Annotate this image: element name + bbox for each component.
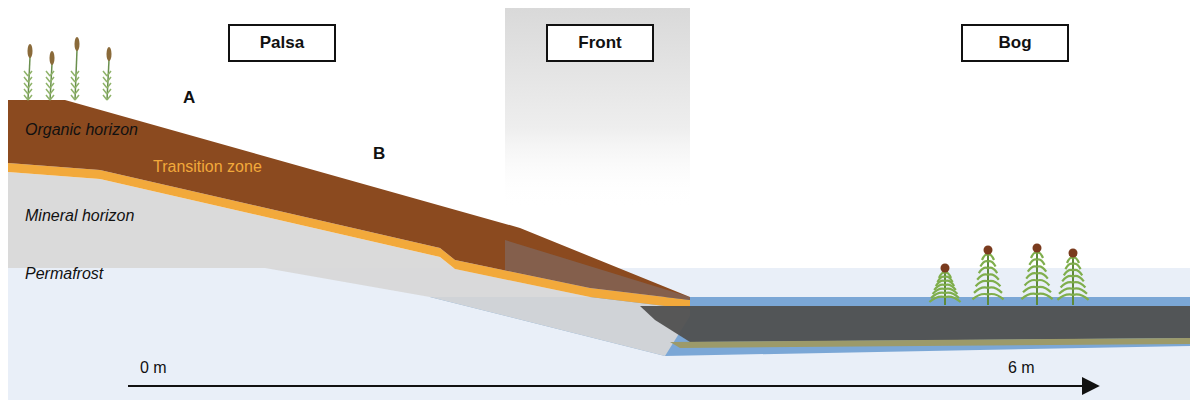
point-label: A: [183, 88, 195, 108]
distance-axis: [128, 385, 1098, 387]
sphagnum-branch: [1064, 270, 1082, 275]
sphagnum-branch: [1028, 266, 1046, 271]
label-text: Transition zone: [153, 158, 262, 175]
sphagnum-branch: [1061, 282, 1086, 287]
sphagnum-branch: [1021, 294, 1052, 299]
moss-leaf: [71, 95, 79, 100]
front-zone: [505, 8, 690, 208]
layer-label: Permafrost: [25, 264, 103, 283]
sphagnum-stem: [987, 251, 989, 305]
zone-title: Front: [578, 33, 621, 53]
label-text: A: [183, 88, 195, 107]
moss-leaf: [103, 89, 111, 94]
label-text: 0 m: [140, 359, 167, 376]
zone-title: Bog: [998, 33, 1031, 53]
moss-leaf: [71, 83, 79, 88]
sphagnum-branch: [982, 255, 994, 260]
sphagnum-branch: [972, 294, 1003, 299]
label-text: 6 m: [1008, 359, 1035, 376]
sphagnum-branch: [977, 274, 999, 279]
moss-leaf: [46, 71, 54, 76]
moss-capsule: [75, 37, 80, 51]
moss-leaf: [24, 95, 32, 100]
sphagnum-head: [941, 264, 950, 273]
moss-leaf: [24, 77, 32, 82]
moss-capsule: [28, 44, 33, 58]
moss-capsule: [107, 47, 112, 61]
sphagnum-branch: [974, 287, 1002, 292]
moss-leaf: [46, 77, 54, 82]
sphagnum-head: [984, 246, 993, 255]
sphagnum-branch: [980, 261, 995, 266]
distance-label: 6 m: [1008, 358, 1035, 377]
sphagnum-branch: [1023, 287, 1051, 292]
moss-leaf: [71, 77, 79, 82]
moss-leaf: [24, 89, 32, 94]
organic-layer: [8, 100, 690, 300]
sphagnum-branch: [1029, 259, 1044, 264]
moss-leaf: [103, 83, 111, 88]
layer-label: Organic horizon: [25, 120, 138, 139]
moss-leaf: [46, 95, 54, 100]
moss-leaf: [24, 71, 32, 76]
zone-title: Palsa: [260, 33, 304, 53]
moss-leaf: [46, 83, 54, 88]
bog-base: [670, 338, 1190, 348]
moss-leaf: [71, 71, 79, 76]
sphagnum-branch: [1059, 288, 1087, 293]
layer-label: Transition zone: [153, 157, 262, 176]
label-text: Mineral horizon: [25, 207, 134, 224]
sphagnum-branch: [1026, 273, 1048, 278]
sphagnum-branch: [1062, 276, 1084, 281]
sphagnum-branch: [1025, 280, 1050, 285]
sphagnum-branch: [929, 297, 960, 302]
distance-label: 0 m: [140, 358, 167, 377]
sphagnum-branch: [1057, 294, 1088, 299]
moss-leaf: [46, 89, 54, 94]
zone-box: Palsa: [228, 24, 336, 62]
sphagnum-branch: [1031, 253, 1043, 258]
moss-leaf: [24, 83, 32, 88]
moss-leaf: [103, 71, 111, 76]
sphagnum-head: [1069, 249, 1078, 258]
layer-label: Mineral horizon: [25, 206, 134, 225]
moss-leaf: [103, 77, 111, 82]
sphagnum-branch: [1065, 264, 1080, 269]
sphagnum-head: [1033, 244, 1042, 253]
sphagnum-branch: [976, 281, 1001, 286]
label-text: B: [373, 144, 385, 163]
label-text: Organic horizon: [25, 121, 138, 138]
zone-box: Bog: [961, 24, 1069, 62]
moss-leaf: [103, 95, 111, 100]
moss-capsule: [50, 51, 55, 65]
bog-peat: [640, 306, 1190, 342]
sphagnum-stem: [1072, 254, 1074, 305]
label-text: Permafrost: [25, 265, 103, 282]
point-label: B: [373, 144, 385, 164]
moss-leaf: [71, 89, 79, 94]
sphagnum-branch: [979, 268, 997, 273]
front-overlay: [505, 240, 690, 300]
sphagnum-branch: [1067, 258, 1079, 263]
zone-box: Front: [546, 24, 654, 62]
sphagnum-stem: [944, 269, 946, 305]
sphagnum-stem: [1036, 249, 1038, 305]
